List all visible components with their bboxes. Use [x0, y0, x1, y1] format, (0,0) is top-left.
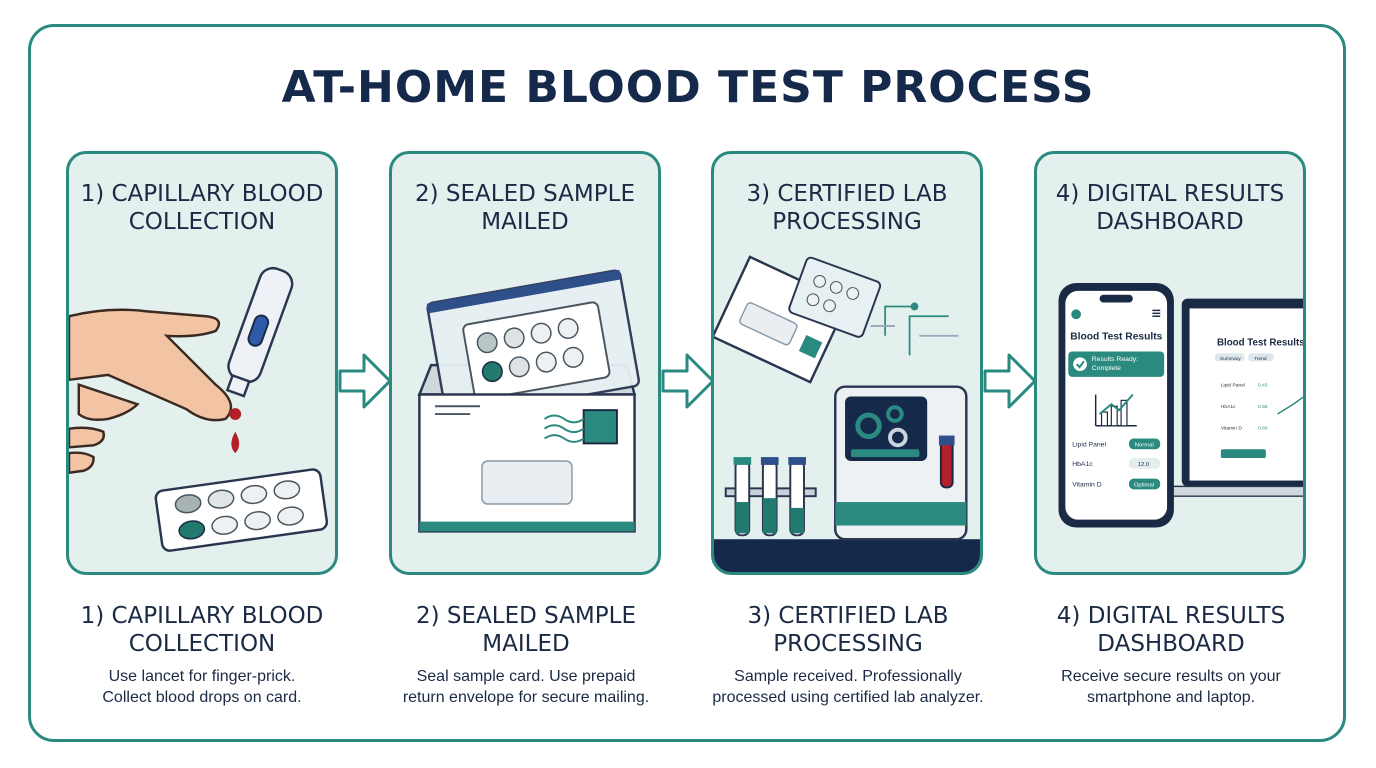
step-title: 3) CERTIFIED LAB PROCESSING [698, 602, 998, 658]
card-title-line: COLLECTION [128, 209, 276, 235]
step-title-line: 1) CAPILLARY BLOOD [80, 603, 324, 629]
results-dashboard-icon: Blood Test Results Summary Trend Lipid P… [1058, 283, 1303, 528]
phone-row-label: Lipid Panel [1072, 441, 1106, 448]
laptop-row-label: HbA1c [1221, 404, 1236, 410]
step-description-line: Receive secure results on your [1061, 668, 1281, 685]
card-title-line: MAILED [481, 209, 569, 235]
arrow-right-icon [661, 353, 715, 409]
step-description: Receive secure results on your smartphon… [1011, 666, 1331, 708]
laptop-row-value: 0.60 [1258, 426, 1268, 432]
phone-row-value: Normal [1135, 442, 1154, 448]
step-description-line: Use lancet for finger-prick. [108, 668, 296, 685]
step-card-collection: 1) CAPILLARY BLOOD COLLECTION [66, 151, 338, 575]
card-title: 3) CERTIFIED LAB PROCESSING [714, 180, 980, 236]
step-title-line: COLLECTION [128, 631, 276, 657]
step-description: Use lancet for finger-prick. Collect blo… [42, 666, 362, 708]
card-title: 4) DIGITAL RESULTS DASHBOARD [1037, 180, 1303, 236]
arrow-right-icon [983, 353, 1037, 409]
laptop-tab: Trend [1254, 356, 1267, 362]
card-title-line: 2) SEALED SAMPLE [415, 181, 635, 207]
arrow-right-icon [338, 353, 392, 409]
status-badge: Complete [1092, 365, 1121, 372]
laptop-row-value: 0.43 [1258, 383, 1268, 389]
phone-row-value: Optimal [1134, 482, 1154, 488]
phone-row-label: HbA1c [1072, 461, 1093, 468]
step-description-line: processed using certified lab analyzer. [712, 689, 984, 706]
step-title-line: 2) SEALED SAMPLE [416, 603, 636, 629]
step-title: 2) SEALED SAMPLE MAILED [376, 602, 676, 658]
card-title-line: 3) CERTIFIED LAB [746, 181, 948, 207]
phone-row-label: Vitamin D [1072, 481, 1102, 488]
laptop-row-value: 0.55 [1258, 404, 1268, 410]
step-card-mailing: 2) SEALED SAMPLE MAILED [389, 151, 661, 575]
step-description-line: Seal sample card. Use prepaid [416, 668, 636, 685]
finger-prick-icon [69, 266, 329, 552]
card-title-line: 4) DIGITAL RESULTS [1055, 181, 1285, 207]
step-title: 4) DIGITAL RESULTS DASHBOARD [1021, 602, 1321, 658]
phone-header: Blood Test Results [1070, 332, 1162, 343]
laptop-row-label: Vitamin D [1221, 426, 1243, 432]
phone-row-value: 12.0 [1138, 462, 1150, 468]
laptop-row-label: Lipid Panel [1221, 383, 1245, 389]
card-title-line: 1) CAPILLARY BLOOD [80, 181, 324, 207]
step-title-line: 4) DIGITAL RESULTS [1056, 603, 1286, 629]
page-title: AT-HOME BLOOD TEST PROCESS [281, 62, 1095, 113]
step-description-line: smartphone and laptop. [1086, 689, 1256, 706]
card-title: 1) CAPILLARY BLOOD COLLECTION [69, 180, 335, 236]
step-title-line: DASHBOARD [1097, 631, 1245, 657]
laptop-header: Blood Test Results [1217, 338, 1303, 349]
step-title-line: PROCESSING [773, 631, 923, 657]
step-description-line: return envelope for secure mailing. [402, 689, 650, 706]
step-title: 1) CAPILLARY BLOOD COLLECTION [52, 602, 352, 658]
step-title-line: MAILED [482, 631, 570, 657]
card-title-line: PROCESSING [772, 209, 922, 235]
status-badge: Results Ready: [1092, 356, 1138, 363]
lab-analyzer-icon [714, 255, 980, 572]
sealed-envelope-icon [417, 269, 641, 533]
step-card-lab: 3) CERTIFIED LAB PROCESSING [711, 151, 983, 575]
card-title-line: DASHBOARD [1096, 209, 1244, 235]
laptop-tab: Summary [1220, 356, 1241, 362]
step-title-line: 3) CERTIFIED LAB [747, 603, 949, 629]
step-description: Sample received. Professionally processe… [688, 666, 1008, 708]
step-description: Seal sample card. Use prepaid return env… [366, 666, 686, 708]
step-card-dashboard: 4) DIGITAL RESULTS DASHBOARD Blood Test … [1034, 151, 1306, 575]
card-title: 2) SEALED SAMPLE MAILED [392, 180, 658, 236]
step-description-line: Collect blood drops on card. [102, 689, 302, 706]
step-description-line: Sample received. Professionally [734, 668, 962, 685]
